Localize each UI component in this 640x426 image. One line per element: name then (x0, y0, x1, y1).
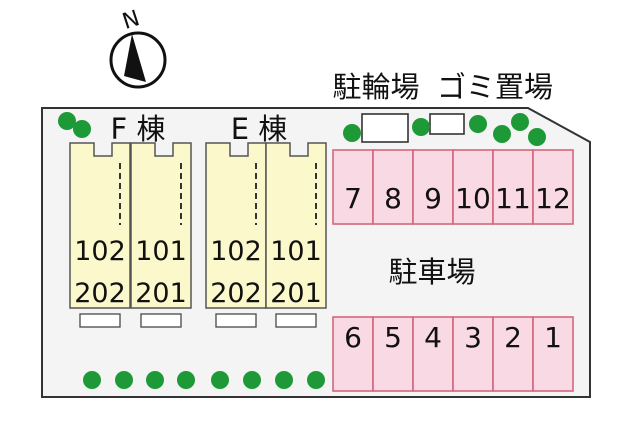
parking-space (532, 149, 574, 225)
tree-icon (58, 112, 76, 130)
tree-icon (73, 120, 91, 138)
parking-space (492, 316, 534, 392)
tree-icon (177, 371, 195, 389)
garbage-area-shed (429, 113, 465, 135)
parking-space-number: 9 (424, 182, 442, 215)
bicycle-parking-shed (361, 113, 409, 143)
unit-number-upper: 202 (74, 278, 126, 309)
compass-needle-icon (124, 34, 146, 82)
tree-icon (83, 371, 101, 389)
tree-icon (511, 113, 529, 131)
parking-space-number: 2 (504, 321, 522, 354)
parking-space-number: 8 (384, 182, 402, 215)
tree-icon (115, 371, 133, 389)
building-unit (130, 142, 192, 309)
tree-icon (343, 124, 361, 142)
parking-label: 駐車場 (388, 255, 475, 289)
building-f-label: F 棟 (111, 112, 166, 146)
entrance-step (215, 313, 257, 328)
entrance-step (275, 313, 317, 328)
tree-icon (412, 118, 430, 136)
parking-space-number: 3 (464, 321, 482, 354)
parking-space (452, 316, 494, 392)
parking-space-number: 11 (495, 182, 531, 215)
building-unit (265, 142, 327, 309)
tree-icon (275, 371, 293, 389)
unit-number-lower: 102 (74, 236, 126, 267)
parking-space (532, 316, 574, 392)
parking-space-number: 7 (344, 182, 362, 215)
parking-space (372, 316, 414, 392)
garbage-area-label: ゴミ置場 (437, 70, 553, 104)
building-e-label: E 棟 (231, 112, 288, 146)
unit-number-upper: 202 (210, 278, 262, 309)
bicycle-parking-label: 駐輪場 (332, 70, 419, 104)
unit-number-lower: 102 (210, 236, 262, 267)
north-compass: N (109, 6, 167, 89)
tree-icon (211, 371, 229, 389)
building-unit (205, 142, 267, 309)
parking-space-number: 5 (384, 321, 402, 354)
parking-space (412, 316, 454, 392)
parking-space-number: 1 (544, 321, 562, 354)
parking-space (412, 149, 454, 225)
parking-space-number: 12 (535, 182, 571, 215)
buildings: 102 202 101 201 102 202 101 201 (69, 142, 327, 328)
tree-icon (469, 115, 487, 133)
tree-icon (307, 371, 325, 389)
parking-space-number: 10 (455, 182, 491, 215)
unit-number-upper: 201 (135, 278, 187, 309)
entrance-step (79, 313, 121, 328)
parking-space-number: 6 (344, 321, 362, 354)
parking-space (452, 149, 494, 225)
parking-space-number: 4 (424, 321, 442, 354)
parking-space (332, 316, 374, 392)
unit-number-lower: 101 (270, 236, 322, 267)
compass-letter: N (119, 6, 142, 35)
entrance-step (140, 313, 182, 328)
unit-number-lower: 101 (135, 236, 187, 267)
tree-icon (493, 125, 511, 143)
tree-icon (528, 128, 546, 146)
building-unit (69, 142, 131, 309)
tree-icon (243, 371, 261, 389)
trees (58, 112, 546, 389)
parking-space (492, 149, 534, 225)
tree-icon (146, 371, 164, 389)
unit-number-upper: 201 (270, 278, 322, 309)
